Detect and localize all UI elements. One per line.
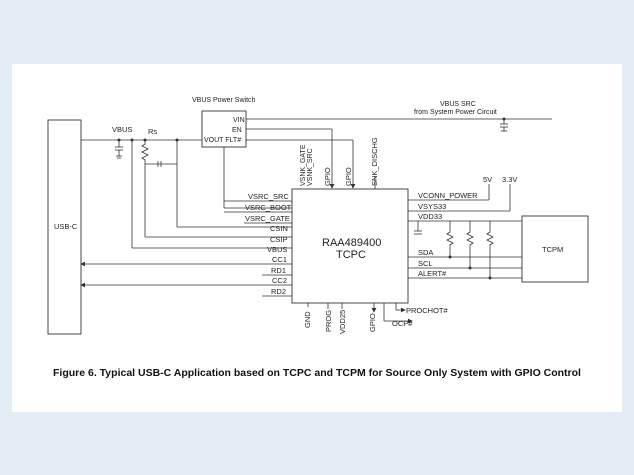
pin-vbus: VBUS [267, 245, 287, 254]
pin-scl: SCL [418, 259, 433, 268]
pin-gpio-top-1: GPIO [323, 167, 332, 186]
vbus-power-switch: VBUS Power Switch VIN EN VOUT FLT# VBUS … [192, 97, 552, 209]
chip-name: RAA489400 [322, 237, 381, 249]
pin-vsys33: VSYS33 [418, 202, 446, 211]
pin-gpio-top-2: GPIO [344, 167, 353, 186]
pin-gnd: GND [303, 311, 312, 328]
switch-vin-label: VIN [233, 117, 245, 124]
usbc-connector: USB-C [47, 119, 82, 335]
bottom-pins: GND PROG VDD25 GPIO OCP# PROCHOT# [303, 303, 449, 334]
ocp-label: OCP# [392, 319, 413, 328]
pin-vconn-power: VCONN_POWER [418, 191, 478, 200]
pin-gpio-bottom: GPIO [368, 313, 377, 332]
pin-snk-dischg: SNK_DISCHG [370, 137, 379, 186]
tcpm-block: TCPM [521, 215, 589, 283]
pin-vsrc-gate: VSRC_GATE [245, 214, 290, 223]
v33-label: 3.3V [502, 175, 517, 184]
pin-vsnk-gate: VSNK_GATE [300, 144, 307, 186]
figure-sheet: USB-C VBUS Rs [12, 64, 622, 412]
top-pins: VSNK_GATE VSNK_SRC GPIO GPIO SNK_DISCHG [300, 137, 379, 189]
tcpc-chip: RAA489400 TCPC [291, 188, 409, 304]
pin-cc1: CC1 [272, 255, 287, 264]
chip-type: TCPC [336, 249, 366, 261]
pin-vsnk-src: VSNK_SRC [307, 148, 314, 186]
pin-vdd33: VDD33 [418, 212, 442, 221]
pin-cc2: CC2 [272, 276, 287, 285]
prochot-label: PROCHOT# [406, 306, 449, 315]
pin-rd2: RD2 [271, 287, 286, 296]
left-pins: VSRC_SRC VSRC_BOOT VSRC_GATE CSIN CSIP V… [80, 192, 292, 297]
power-switch-title: VBUS Power Switch [192, 97, 256, 104]
schematic-diagram: USB-C VBUS Rs [47, 97, 589, 335]
vbus-net: VBUS Rs [81, 125, 292, 249]
v5-label: 5V [483, 175, 492, 184]
right-pins: VCONN_POWER VSYS33 VDD33 SDA SCL ALERT# … [408, 175, 522, 280]
vbus-src-label: VBUS SRC [440, 101, 476, 108]
tcpm-label: TCPM [542, 245, 563, 254]
vbus-label: VBUS [112, 125, 132, 134]
switch-en-label: EN [232, 127, 242, 134]
pin-prog: PROG [324, 310, 333, 332]
pin-csip: CSIP [270, 235, 288, 244]
vbus-src-sub-label: from System Power Circuit [414, 109, 497, 116]
pin-vdd25: VDD25 [338, 310, 347, 334]
figure-caption: Figure 6. Typical USB-C Application base… [53, 367, 581, 379]
rs-label: Rs [148, 127, 157, 136]
pin-alert: ALERT# [418, 269, 447, 278]
pin-vsrc-src: VSRC_SRC [248, 192, 289, 201]
usbc-label: USB-C [54, 222, 78, 231]
pin-rd1: RD1 [271, 266, 286, 275]
pin-sda: SDA [418, 248, 433, 257]
pin-csin: CSIN [270, 224, 288, 233]
pin-vsrc-boot: VSRC_BOOT [245, 203, 292, 212]
switch-vout-label: VOUT FLT# [204, 137, 241, 144]
